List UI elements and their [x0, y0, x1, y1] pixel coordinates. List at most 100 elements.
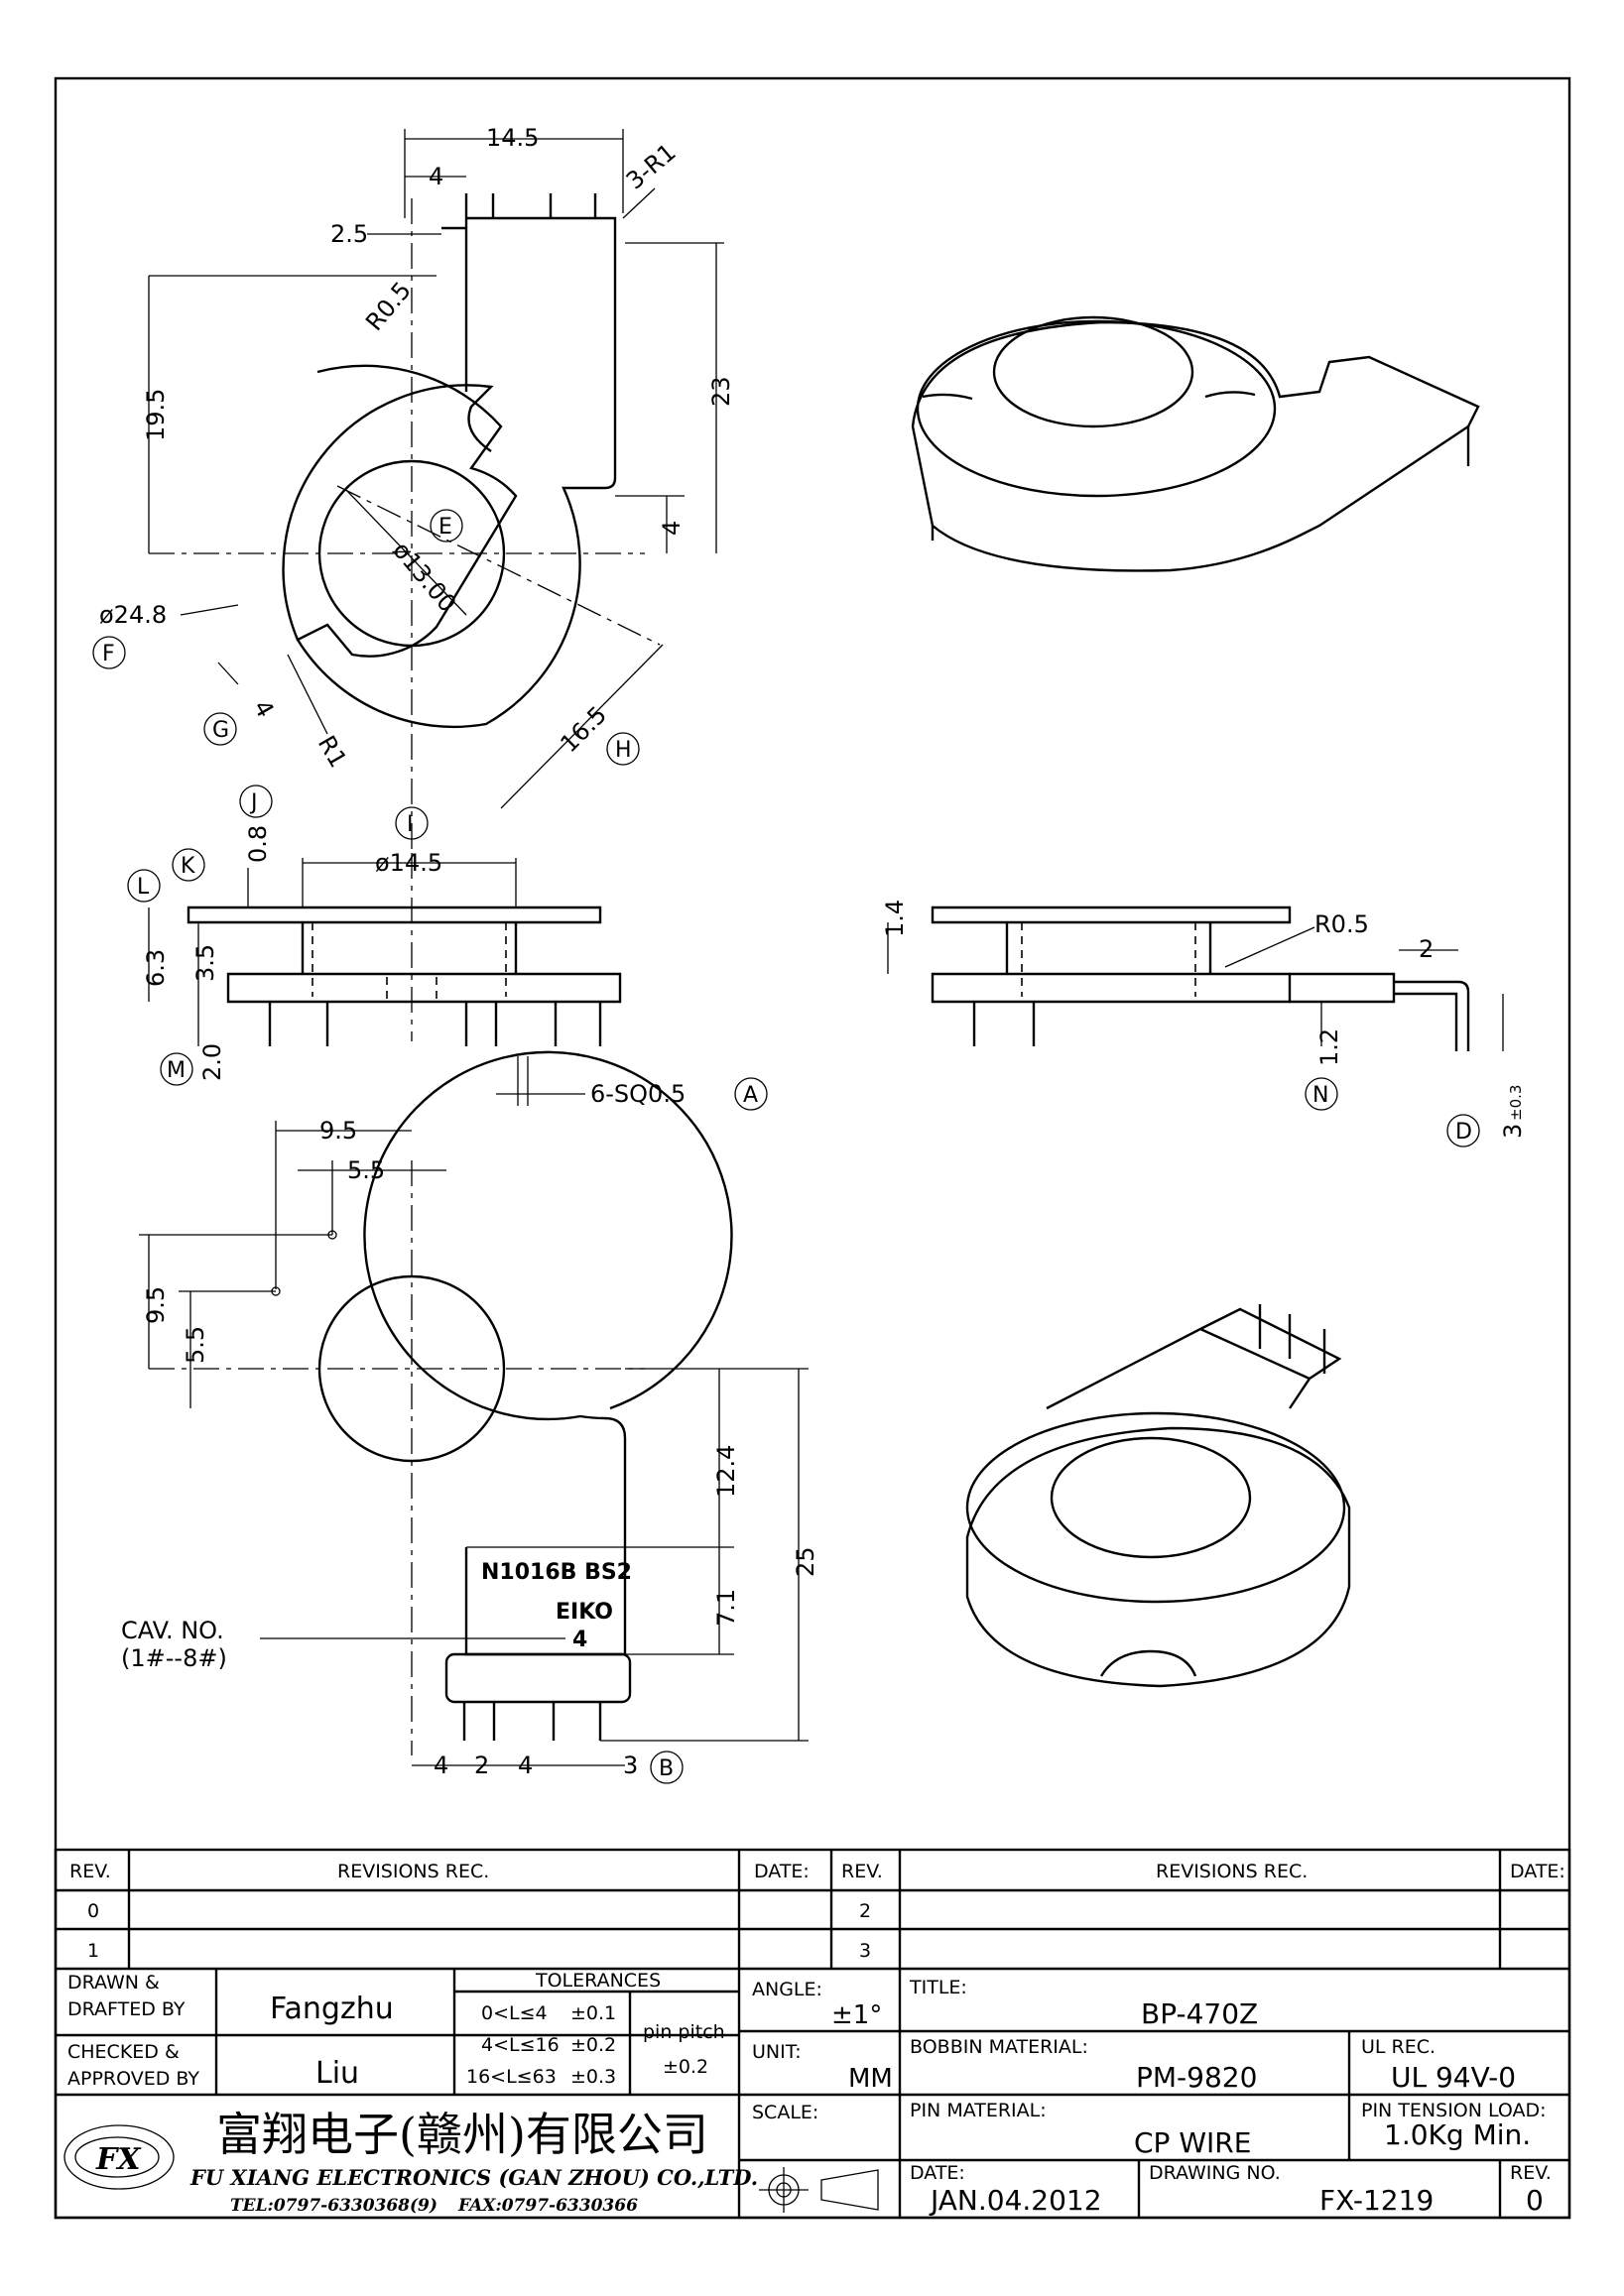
callout-N: N: [1312, 1083, 1328, 1108]
dim-bottom-12: 12.4: [712, 1445, 740, 1498]
tol-value-3: ±0.3: [570, 2066, 616, 2088]
bobbin-label: BOBBIN MATERIAL:: [910, 2036, 1088, 2058]
dim-slot-r: R1: [312, 731, 352, 773]
callout-G: G: [212, 718, 229, 743]
tol-range-3: 16<L≤63: [466, 2066, 557, 2088]
tension-label: PIN TENSION LOAD:: [1361, 2100, 1547, 2121]
rev-label: REV.: [1510, 2162, 1552, 2184]
drawn-label-2: DRAFTED BY: [67, 1998, 186, 2020]
top-view: 14.5 4 3-R1 2.5 R0.5 19.5 23 4 ø24.8 ø13…: [92, 124, 735, 853]
title-value: BP-470Z: [1141, 1997, 1258, 2030]
callout-M: M: [167, 1058, 186, 1083]
dim-bottom-h2: 5.5: [182, 1326, 209, 1364]
tol-value-2: ±0.2: [570, 2034, 616, 2056]
dim-thin: 0.8: [244, 825, 272, 863]
company-cn: 富翔电子(赣州)有限公司: [216, 2108, 708, 2161]
callout-L: L: [137, 875, 150, 900]
rev-header-date2: DATE:: [1510, 1861, 1565, 1882]
tol-value-1: ±0.1: [570, 2002, 616, 2024]
dim-r05: R0.5: [360, 277, 417, 336]
callout-D: D: [1455, 1120, 1472, 1145]
pin-pitch-label: pin pitch: [643, 2021, 725, 2043]
dim-fillet: 3-R1: [621, 138, 682, 194]
callout-I: I: [407, 812, 414, 837]
checked-label-2: APPROVED BY: [67, 2068, 199, 2090]
label-part: N1016B BS2: [481, 1560, 632, 1585]
ul-label: UL REC.: [1361, 2036, 1436, 2058]
date-label: DATE:: [910, 2162, 965, 2184]
revisions-table: REV. REVISIONS REC. DATE: REV. REVISIONS…: [54, 1848, 1571, 2220]
dim-side-pin: 2: [1419, 935, 1434, 963]
rev-header-rev2: REV.: [841, 1861, 883, 1882]
dim-side-h: 1.4: [881, 900, 909, 937]
pin-pitch-value: ±0.2: [663, 2056, 708, 2078]
dim-width: 14.5: [486, 124, 539, 152]
drawing-no-value: FX-1219: [1319, 2184, 1434, 2217]
title-label: TITLE:: [909, 1977, 967, 1998]
company-en: FU XIANG ELECTRONICS (GAN ZHOU) CO.,LTD.: [189, 2165, 758, 2190]
scale-label: SCALE:: [752, 2102, 818, 2123]
dim-bottom-w2: 5.5: [347, 1156, 385, 1184]
dim-pin-offset: 4: [429, 163, 443, 190]
rev-header-rec2: REVISIONS REC.: [1156, 1861, 1308, 1882]
callout-J: J: [249, 790, 258, 815]
callout-E: E: [438, 515, 452, 540]
front-view: ø14.5 0.8 3.5 6.3 2.0 M J K L 6-SQ0.5 A: [127, 785, 768, 1111]
dim-inner-dia: ø13.00: [387, 537, 461, 618]
rev-row-0: 0: [87, 1900, 99, 1922]
company-fax: FAX:0797-6330366: [457, 2196, 638, 2216]
dim-side-bend-tol: ±0.3: [1507, 1085, 1525, 1121]
dim-bottom-w1: 9.5: [319, 1117, 357, 1145]
sheet-border: [54, 76, 1571, 2220]
dim-height-left: 19.5: [142, 389, 170, 441]
rev-row-2: 2: [859, 1900, 871, 1922]
company-tel: TEL:0797-6330368(9): [230, 2196, 437, 2216]
label-brand: EIKO: [556, 1600, 613, 1625]
drawn-label-1: DRAWN &: [67, 1972, 160, 1994]
dim-bottom-25: 25: [792, 1546, 819, 1577]
logo-text: FX: [95, 2142, 142, 2177]
side-view: 1.4 R0.5 2 1.2 N 3 ±0.3 D: [881, 900, 1527, 1148]
ul-value: UL 94V-0: [1391, 2061, 1516, 2094]
bottom-view: N1016B BS2 EIKO 4 CAV. NO. (1#--8#) 9.5 …: [121, 1050, 819, 1784]
drawing-no-label: DRAWING NO.: [1149, 2162, 1281, 2184]
callout-H: H: [615, 738, 632, 763]
dim-side-bend: 3: [1499, 1124, 1527, 1139]
title-block: DRAWN & DRAFTED BY Fangzhu CHECKED & APP…: [56, 1969, 1569, 2218]
cav-range: (1#--8#): [121, 1644, 227, 1672]
tension-value: 1.0Kg Min.: [1384, 2118, 1531, 2151]
rev-row-3: 3: [859, 1940, 871, 1962]
checked-value: Liu: [315, 2056, 359, 2091]
dim-slot-width: 4: [248, 695, 280, 722]
tol-range-1: 0<L≤4: [481, 2002, 548, 2024]
dim-bottom-h1: 9.5: [142, 1286, 170, 1324]
projection-symbol: [759, 2167, 879, 2213]
rev-header-date: DATE:: [754, 1861, 810, 1882]
iso-view-top: [911, 315, 1480, 572]
angle-label: ANGLE:: [752, 1979, 822, 2000]
company-logo: FX: [63, 2124, 175, 2190]
callout-B: B: [659, 1756, 674, 1781]
unit-label: UNIT:: [752, 2041, 802, 2063]
pin-mat-value: CP WIRE: [1134, 2126, 1251, 2159]
dim-side-r: R0.5: [1314, 910, 1369, 938]
callout-A: A: [743, 1083, 758, 1108]
tolerances-label: TOLERANCES: [535, 1970, 661, 1992]
pitch-a: 4: [434, 1752, 448, 1779]
iso-view-bottom: [965, 1304, 1351, 1688]
dim-core: 3.5: [191, 944, 219, 982]
cav-title: CAV. NO.: [121, 1617, 224, 1644]
angle-value: ±1°: [831, 2000, 882, 2030]
pin-mat-label: PIN MATERIAL:: [910, 2100, 1047, 2121]
date-value: JAN.04.2012: [929, 2184, 1102, 2217]
dim-diag: 16.5: [555, 701, 612, 759]
unit-value: MM: [848, 2064, 893, 2094]
callout-F: F: [102, 642, 115, 666]
tol-range-2: 4<L≤16: [481, 2034, 560, 2056]
rev-header-rec: REVISIONS REC.: [337, 1861, 489, 1882]
dim-flange: ø14.5: [375, 849, 442, 877]
dim-height-right: 23: [707, 376, 735, 407]
dim-side-base: 1.2: [1315, 1028, 1343, 1066]
dim-outer-dia: ø24.8: [99, 601, 167, 629]
